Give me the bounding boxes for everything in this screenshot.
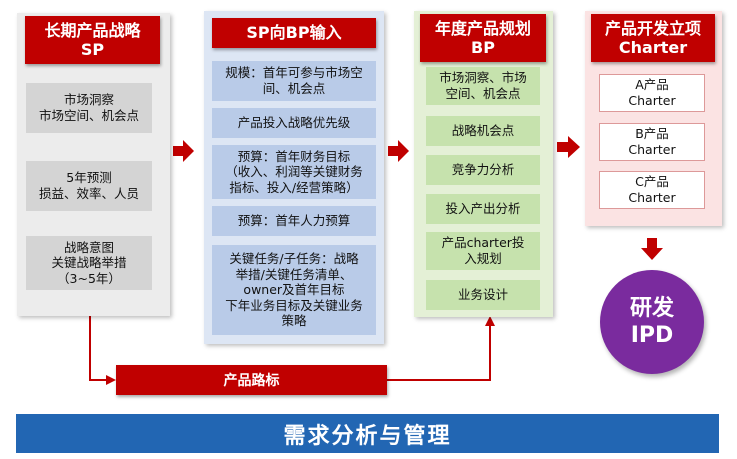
- sp-header: 长期产品战略 SP: [25, 16, 160, 64]
- item-line: 竞争力分析: [451, 162, 515, 178]
- item-line: 市场洞察: [63, 92, 114, 108]
- item-line: Charter: [628, 142, 676, 157]
- arrow-spbp-to-bp: [388, 140, 409, 162]
- arrow-bp-to-charter: [557, 136, 580, 158]
- item-line: 预算：首年人力预算: [237, 213, 351, 229]
- roadmap-to-bp-line: [387, 322, 491, 381]
- spbp-item-priority: 产品投入战略优先级: [212, 108, 376, 138]
- ipd-circle: 研发 IPD: [600, 270, 704, 374]
- arrow-sp-to-spbp: [173, 140, 194, 162]
- item-line: 关键任务/子任务：战略: [229, 250, 359, 266]
- item-line: 规模：首年可参与市场空: [225, 65, 363, 81]
- sp-title-line2: SP: [80, 40, 105, 59]
- bp-item-market-insight: 市场洞察、市场空间、机会点: [426, 67, 540, 105]
- item-line: 产品charter投: [441, 235, 525, 251]
- item-line: 战略意图: [63, 239, 114, 255]
- item-line: 5年预测: [66, 170, 112, 186]
- item-line: 预算：首年财务目标: [237, 148, 351, 164]
- spbp-item-finance-budget: 预算：首年财务目标（收入、利润等关键财务指标、投入/经营策略）: [212, 145, 376, 199]
- roadmap-to-bp-arrowhead: [485, 316, 495, 326]
- item-line: 关键战略举措: [51, 255, 127, 271]
- item-line: （收入、利润等关键财务: [225, 164, 363, 180]
- spbp-item-hr-budget: 预算：首年人力预算: [212, 206, 376, 236]
- charter-header: 产品开发立项 Charter: [591, 14, 715, 62]
- item-line: 战略机会点: [451, 123, 515, 139]
- item-line: 入规划: [464, 251, 502, 266]
- item-line: 业务设计: [457, 287, 508, 303]
- banner-label: 需求分析与管理: [283, 423, 452, 449]
- item-line: 产品投入战略优先级: [237, 115, 351, 131]
- bp-header: 年度产品规划 BP: [420, 14, 546, 62]
- bp-title-line2: BP: [471, 38, 495, 57]
- item-line: 空间、机会点: [445, 86, 521, 101]
- spbp-item-scale: 规模：首年可参与市场空间、机会点: [212, 61, 376, 101]
- spbp-header: SP向BP输入: [212, 18, 376, 48]
- item-line: 损益、效率、人员: [38, 186, 139, 201]
- ipd-line2: IPD: [630, 323, 674, 348]
- item-line: 间、机会点: [262, 81, 326, 96]
- item-line: 市场空间、机会点: [38, 108, 139, 123]
- bp-item-charter-plan: 产品charter投入规划: [426, 232, 540, 270]
- sp-to-roadmap-line: [89, 310, 112, 381]
- item-line: 投入产出分析: [445, 201, 521, 217]
- item-line: 市场洞察、市场: [439, 70, 527, 86]
- item-line: 策略: [281, 313, 307, 329]
- item-line: 举措/关键任务清单、: [235, 266, 353, 282]
- sp-item-5yr-forecast: 5年预测损益、效率、人员: [26, 161, 152, 211]
- spbp-item-key-tasks: 关键任务/子任务：战略举措/关键任务清单、owner及首年目标下年业务目标及关键…: [212, 245, 376, 335]
- arrow-charter-to-ipd: [641, 238, 663, 260]
- bp-item-competitiveness: 竞争力分析: [426, 155, 540, 185]
- bp-item-business-design: 业务设计: [426, 280, 540, 310]
- bp-title-line1: 年度产品规划: [434, 18, 531, 38]
- sp-to-roadmap-arrowhead: [106, 375, 116, 385]
- roadmap-label: 产品路标: [223, 373, 280, 389]
- item-line: B产品: [635, 126, 669, 142]
- sp-item-market-insight: 市场洞察市场空间、机会点: [26, 83, 152, 133]
- item-line: C产品: [635, 174, 669, 190]
- bp-item-io-analysis: 投入产出分析: [426, 194, 540, 224]
- item-line: A产品: [635, 77, 669, 93]
- item-line: Charter: [628, 190, 676, 205]
- sp-item-strategic-intent: 战略意图关键战略举措（3~5年）: [26, 236, 152, 290]
- spbp-title: SP向BP输入: [246, 23, 342, 43]
- requirements-banner: 需求分析与管理: [16, 414, 719, 453]
- item-line: owner及首年目标: [243, 282, 345, 298]
- item-line: 下年业务目标及关键业务: [225, 297, 363, 313]
- ipd-line1: 研发: [629, 295, 674, 321]
- charter-title-line2: Charter: [618, 38, 688, 57]
- item-line: （3~5年）: [57, 270, 121, 286]
- sp-title-line1: 长期产品战略: [44, 20, 141, 40]
- bp-item-opportunity: 战略机会点: [426, 116, 540, 146]
- charter-title-line1: 产品开发立项: [604, 18, 701, 38]
- item-line: Charter: [628, 93, 676, 108]
- item-line: 指标、投入/经营策略）: [229, 179, 359, 195]
- product-roadmap-bar: 产品路标: [116, 365, 387, 395]
